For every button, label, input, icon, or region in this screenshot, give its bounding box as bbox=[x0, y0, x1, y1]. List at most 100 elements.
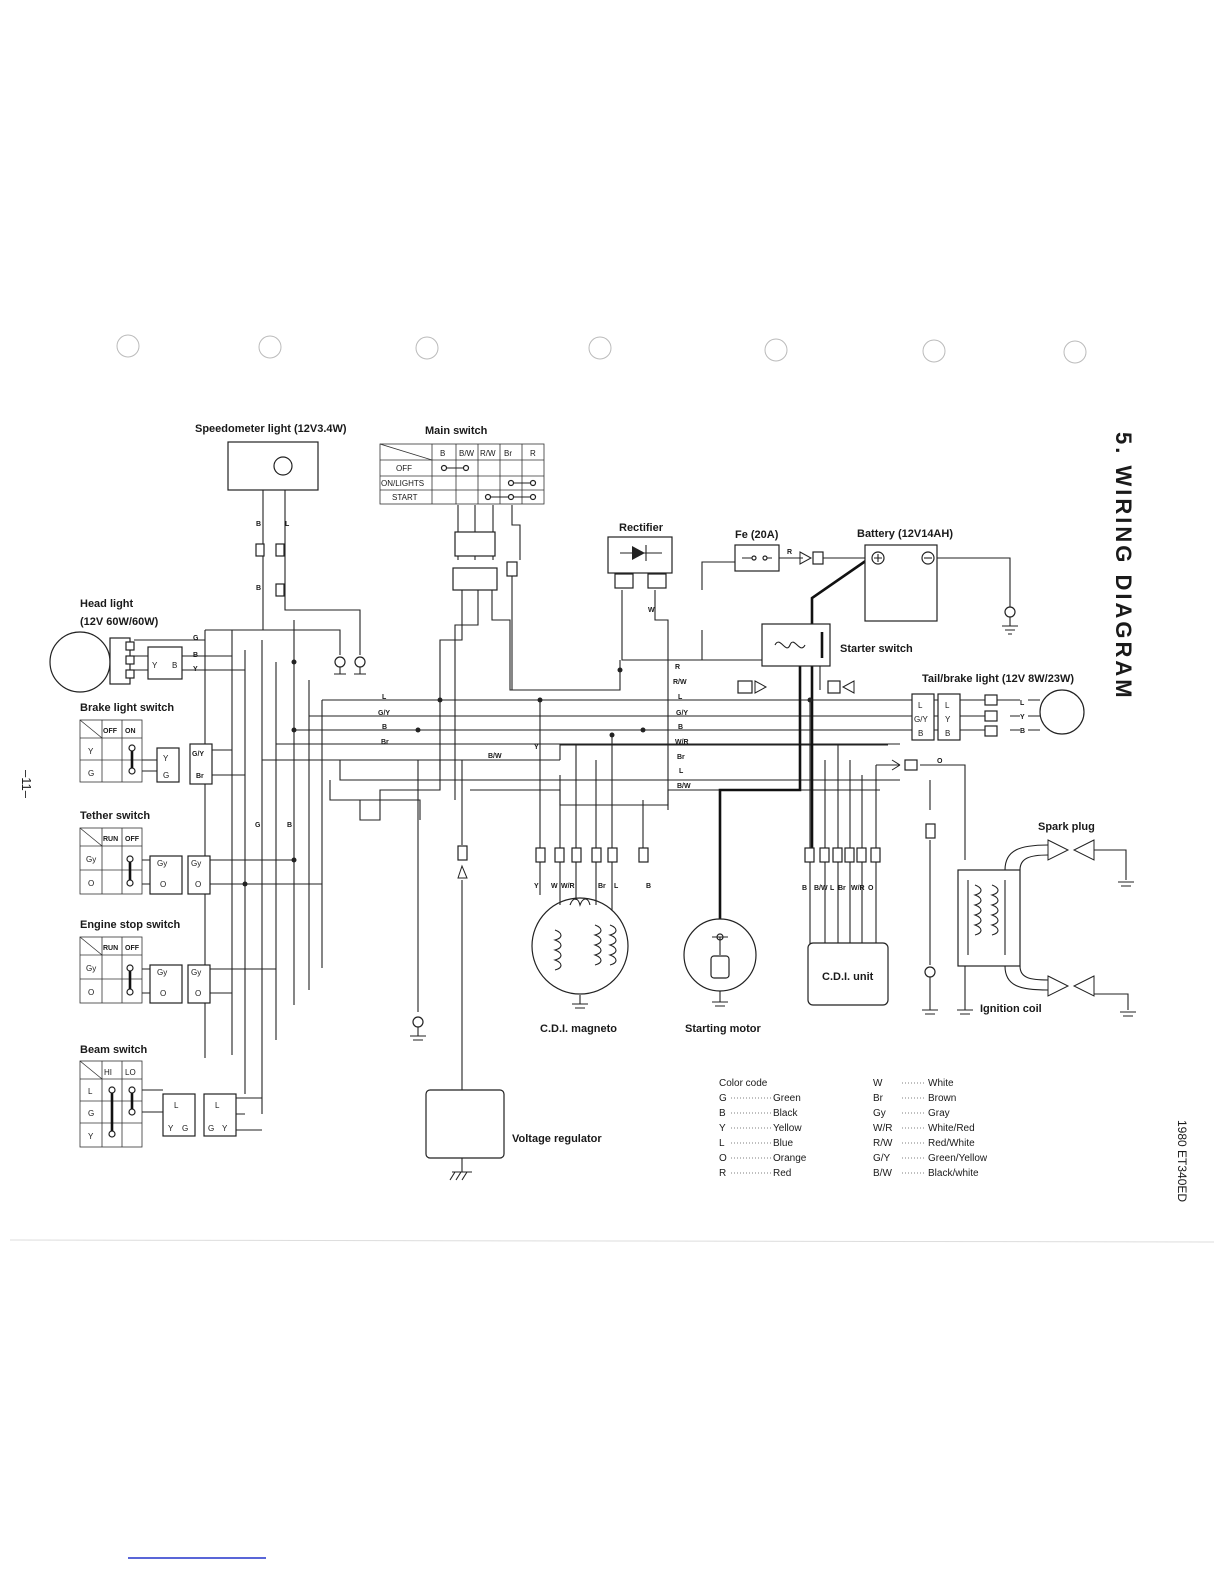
main-switch-h4: Br bbox=[504, 449, 512, 458]
estop-r2: O bbox=[88, 988, 94, 997]
svg-text:Gy: Gy bbox=[191, 859, 201, 868]
svg-text:G: G bbox=[193, 635, 199, 642]
cdi-wire-bw: B/W bbox=[814, 885, 828, 892]
tether-h1: RUN bbox=[103, 836, 118, 843]
binder-holes bbox=[116, 334, 1087, 364]
starting-motor: Starting motor bbox=[683, 918, 761, 1035]
mag-wire-wr: W/R bbox=[561, 883, 575, 890]
beam-h1: HI bbox=[104, 1068, 112, 1077]
svg-text:G: G bbox=[208, 1124, 214, 1133]
misc-r: R bbox=[787, 549, 792, 556]
tether-r2: O bbox=[88, 879, 94, 888]
svg-text:Y: Y bbox=[168, 1124, 174, 1133]
beam-r1: L bbox=[88, 1087, 93, 1096]
svg-text:G/Y: G/Y bbox=[192, 751, 204, 758]
cdi-wire-b: B bbox=[802, 885, 807, 892]
beam-switch-label: Beam switch bbox=[80, 1044, 148, 1056]
tail-wire-b: B bbox=[1020, 728, 1025, 735]
misc-o: O bbox=[937, 758, 943, 765]
tail-wire-y: Y bbox=[1020, 714, 1025, 721]
tail-lamp-icon bbox=[1039, 689, 1085, 735]
misc-w: W bbox=[648, 607, 655, 614]
cdi-magneto: Y W W/R Br L B C.D.I. magneto bbox=[531, 847, 651, 1035]
bus-b: B bbox=[382, 724, 387, 731]
bus-gy: G/Y bbox=[378, 710, 390, 717]
svg-text:O: O bbox=[160, 880, 166, 889]
legend-code: B/W bbox=[873, 1168, 892, 1179]
main-switch-r3: START bbox=[392, 493, 418, 502]
estop-h2: OFF bbox=[125, 945, 140, 952]
svg-text:L: L bbox=[215, 1101, 220, 1110]
busr-gy: G/Y bbox=[676, 710, 688, 717]
svg-text:O: O bbox=[195, 989, 201, 998]
beam-r2: G bbox=[88, 1109, 94, 1118]
legend-name: White/Red bbox=[928, 1123, 975, 1134]
svg-text:Y: Y bbox=[163, 754, 169, 763]
legend-name: Blue bbox=[773, 1138, 793, 1149]
svg-text:Gy: Gy bbox=[157, 968, 167, 977]
svg-text:B: B bbox=[172, 661, 177, 670]
engine-stop-switch: Engine stop switch RUN OFF Gy O GyO GyO bbox=[79, 919, 276, 1004]
legend-code: G bbox=[719, 1093, 727, 1104]
legend-code: O bbox=[719, 1153, 727, 1164]
cdi-magneto-label: C.D.I. magneto bbox=[540, 1023, 617, 1035]
svg-text:L: L bbox=[174, 1101, 179, 1110]
mag-wire-l: L bbox=[614, 883, 619, 890]
main-switch-h3: R/W bbox=[480, 449, 496, 458]
engine-stop-switch-label: Engine stop switch bbox=[80, 919, 181, 931]
svg-text:L: L bbox=[285, 521, 290, 528]
svg-text:Y: Y bbox=[945, 715, 951, 724]
legend-name: Green/Yellow bbox=[928, 1153, 988, 1164]
legend-name: Red/White bbox=[928, 1138, 975, 1149]
starting-motor-label: Starting motor bbox=[685, 1023, 761, 1035]
cdi-unit: B B/W L Br W/R O C.D.I. unit bbox=[802, 847, 889, 1006]
main-switch-r1: OFF bbox=[396, 464, 412, 473]
estop-r1: Gy bbox=[86, 964, 96, 973]
cdi-unit-label: C.D.I. unit bbox=[822, 971, 874, 983]
beam-r3: Y bbox=[88, 1132, 94, 1141]
mag-wire-br: Br bbox=[598, 883, 606, 890]
color-code-title: Color code bbox=[719, 1078, 768, 1089]
magneto-connectors bbox=[535, 847, 649, 863]
legend-dots-left bbox=[731, 1097, 771, 1174]
tail-wire-l: L bbox=[1020, 700, 1025, 707]
legend-name: Gray bbox=[928, 1108, 950, 1119]
starter-switch: Starter switch bbox=[737, 623, 913, 694]
bus-l: L bbox=[382, 694, 387, 701]
estop-h1: RUN bbox=[103, 945, 118, 952]
junction-dots bbox=[242, 659, 813, 887]
busr-l2: L bbox=[679, 768, 684, 775]
legend-name: Black bbox=[773, 1108, 798, 1119]
legend-name: Orange bbox=[773, 1153, 807, 1164]
page-rule bbox=[9, 1239, 1215, 1243]
brake-h1: OFF bbox=[103, 728, 118, 735]
legend-code: B bbox=[719, 1108, 726, 1119]
legend-dots-right bbox=[902, 1082, 926, 1174]
busr-b: B bbox=[678, 724, 683, 731]
head-light-label-2: (12V 60W/60W) bbox=[80, 616, 159, 628]
main-switch-h1: B bbox=[440, 449, 445, 458]
brake-light-switch-label: Brake light switch bbox=[80, 702, 174, 714]
busr-r: R bbox=[675, 664, 680, 671]
color-code-legend: Color code G Green B Black Y Yellow L Bl… bbox=[719, 1078, 988, 1179]
main-switch-r2: ON/LIGHTS bbox=[381, 479, 424, 488]
svg-text:Br: Br bbox=[196, 773, 204, 780]
brake-r2: G bbox=[88, 769, 94, 778]
legend-code: Gy bbox=[873, 1108, 886, 1119]
legend-name: Brown bbox=[928, 1093, 956, 1104]
legend-code: R bbox=[719, 1168, 726, 1179]
legend-code: G/Y bbox=[873, 1153, 891, 1164]
page-number: –11– bbox=[19, 770, 34, 799]
legend-name: Green bbox=[773, 1093, 801, 1104]
cdi-wire-br: Br bbox=[838, 885, 846, 892]
misc-g: G bbox=[255, 822, 261, 829]
cdi-wire-l: L bbox=[830, 885, 835, 892]
svg-text:L: L bbox=[945, 701, 950, 710]
legend-right: W White Br Brown Gy Gray W/R White/Red R… bbox=[873, 1078, 988, 1179]
brake-r1: Y bbox=[88, 747, 94, 756]
starter-switch-label: Starter switch bbox=[840, 643, 913, 655]
legend-name: Red bbox=[773, 1168, 791, 1179]
